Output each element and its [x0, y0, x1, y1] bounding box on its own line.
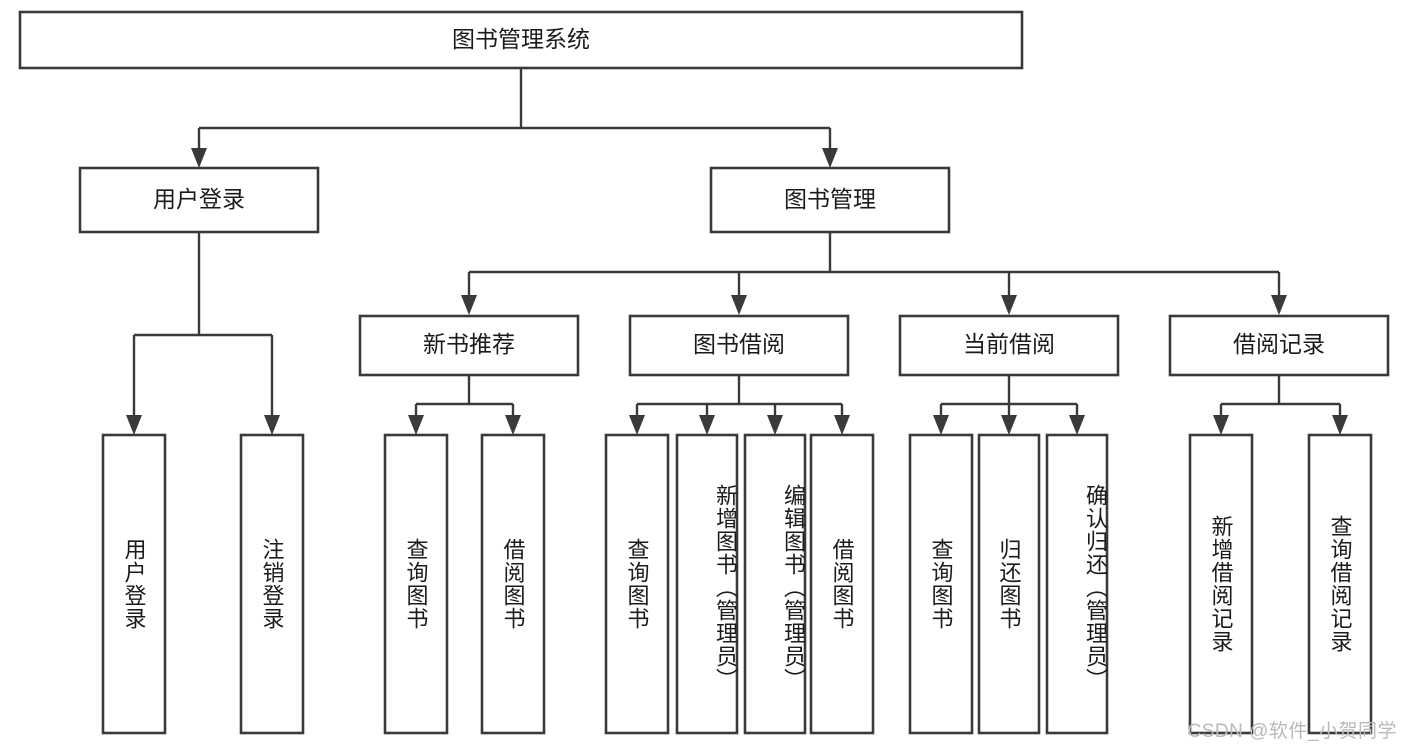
node-current-borrow-label: 当前借阅	[963, 331, 1055, 357]
node-leaf-br-add-record-box[interactable]	[1188, 433, 1254, 735]
arrow-head-br-leaf2	[1332, 415, 1348, 435]
arrow-head-borrow	[731, 295, 747, 315]
node-user-login-box[interactable]	[78, 166, 320, 234]
leaf-label-bb-add-book: 新增图书（管理员）	[713, 483, 738, 691]
leaf-label-nb-borrow-book: 借阅图书	[500, 538, 526, 630]
leaf-label-bb-query-book: 查询图书	[624, 538, 650, 630]
arrow-head-cb-leaf1	[933, 415, 949, 435]
leaf-label-br-add-record: 新增借阅记录	[1208, 515, 1234, 653]
node-book-borrow-label: 图书借阅	[693, 331, 785, 357]
node-book-manage-label: 图书管理	[784, 186, 876, 212]
arrow-head-leaf-user-login	[126, 415, 142, 435]
node-leaf-bb-edit-book-box[interactable]	[743, 433, 807, 735]
connector-layer	[126, 68, 1348, 435]
leaf-label-cb-query-book: 查询图书	[928, 538, 954, 630]
node-layer: 图书管理系统 用户登录 图书管理 新书推荐 图书借阅 当前借阅 借阅记录	[18, 10, 1390, 735]
leaf-label-cb-confirm-return: 确认归还（管理员）	[1083, 483, 1108, 691]
arrow-head-nb-leaf2	[505, 415, 521, 435]
node-current-borrow-box[interactable]	[898, 314, 1120, 377]
node-new-book-recommend-label: 新书推荐	[423, 331, 515, 357]
node-leaf-logout-box[interactable]	[239, 433, 305, 735]
arrow-head-user-login	[191, 148, 207, 168]
arrow-head-current	[1001, 295, 1017, 315]
node-book-manage-box[interactable]	[709, 166, 951, 234]
node-root-box[interactable]	[18, 10, 1024, 70]
arrow-head-book-manage	[822, 148, 838, 168]
arrow-head-nb-leaf1	[408, 415, 424, 435]
arrow-head-bb-leaf2	[699, 415, 715, 435]
node-user-login-label: 用户登录	[153, 186, 245, 212]
leaf-label-cb-return-book: 归还图书	[996, 538, 1022, 630]
arrow-head-newbook	[461, 295, 477, 315]
leaf-label-bb-borrow-book: 借阅图书	[829, 538, 855, 630]
node-leaf-bb-query-book-box[interactable]	[604, 433, 670, 735]
node-leaf-cb-query-book-box[interactable]	[908, 433, 974, 735]
leaf-label-br-query-record: 查询借阅记录	[1327, 515, 1353, 653]
arrow-head-bb-leaf1	[629, 415, 645, 435]
node-leaf-nb-query-book-box[interactable]	[383, 433, 449, 735]
node-leaf-nb-borrow-book-box[interactable]	[480, 433, 546, 735]
node-leaf-br-query-record-box[interactable]	[1307, 433, 1373, 735]
leaf-label-bb-edit-book: 编辑图书（管理员）	[781, 483, 806, 691]
node-leaf-bb-add-book-box[interactable]	[675, 433, 739, 735]
node-leaf-bb-borrow-book-box[interactable]	[809, 433, 875, 735]
node-root-label: 图书管理系统	[452, 26, 590, 52]
node-leaf-cb-confirm-return-box[interactable]	[1045, 433, 1109, 735]
node-new-book-recommend-box[interactable]	[358, 314, 580, 377]
node-borrow-record-box[interactable]	[1168, 314, 1390, 377]
node-borrow-record-label: 借阅记录	[1233, 331, 1325, 357]
arrow-head-br-leaf1	[1213, 415, 1229, 435]
node-leaf-user-login-box[interactable]	[101, 433, 167, 735]
arrow-head-leaf-logout	[264, 415, 280, 435]
leaf-label-logout: 注销登录	[259, 538, 285, 630]
arrow-head-cb-leaf3	[1069, 415, 1085, 435]
arrow-head-cb-leaf2	[1001, 415, 1017, 435]
node-leaf-cb-return-book-box[interactable]	[977, 433, 1041, 735]
arrow-head-bb-leaf3	[767, 415, 783, 435]
arrow-head-record	[1271, 295, 1287, 315]
leaf-label-user-login: 用户登录	[121, 538, 147, 630]
node-book-borrow-box[interactable]	[628, 314, 850, 377]
leaf-label-nb-query-book: 查询图书	[403, 538, 429, 630]
arrow-head-bb-leaf4	[834, 415, 850, 435]
